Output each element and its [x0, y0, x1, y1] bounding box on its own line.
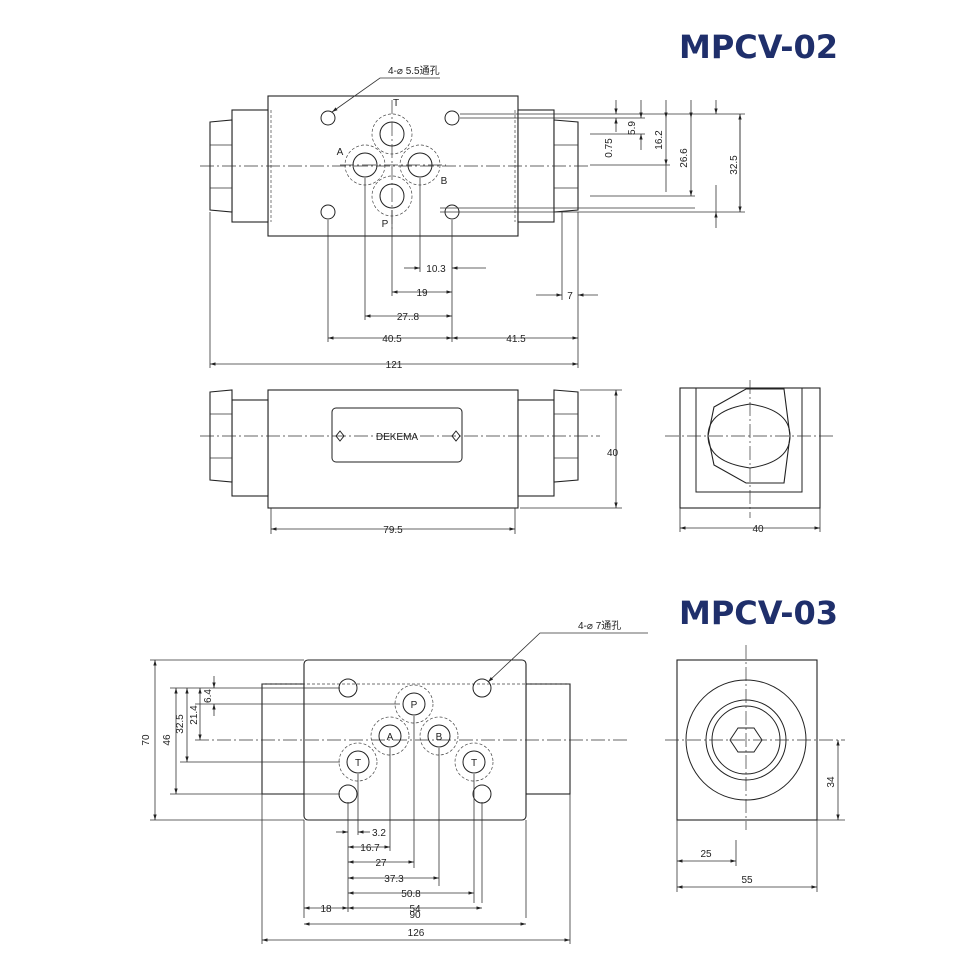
dim-21-4: 21.4 [189, 705, 200, 725]
dim-10-3: 10.3 [426, 264, 446, 275]
mpcv03-port-p: P [411, 700, 418, 711]
dim-40-height: 40 [607, 448, 619, 459]
dim-18: 18 [320, 904, 332, 915]
dim-70: 70 [141, 734, 152, 746]
dim-0-75: 0.75 [604, 138, 615, 158]
dim-27: 27 [375, 858, 387, 869]
dim-32-5: 32.5 [729, 155, 740, 175]
dim-54: 54 [409, 904, 421, 915]
mpcv02-front-view: DEKEMA 40 79.5 [200, 389, 622, 536]
mpcv03-left-dims: 70 46 32.5 21.4 6.4 [141, 659, 400, 821]
dim-7: 7 [567, 291, 573, 302]
dim-121: 121 [386, 360, 403, 371]
dim-26-6: 26.6 [679, 148, 690, 168]
mpcv03-top-view: P A B T T 4-⌀ 7通孔 [195, 620, 648, 821]
mpcv02-port-p: P [382, 219, 389, 230]
dim-126: 126 [408, 928, 425, 939]
mpcv02-hole-note: 4-⌀ 5.5通孔 [388, 65, 440, 77]
dim-50-8: 50.8 [401, 889, 421, 900]
mpcv02-right-dims: 0.75 5.9 16.2 26.6 32.5 [440, 100, 745, 228]
dim-55: 55 [741, 875, 753, 886]
nameplate-brand: DEKEMA [376, 432, 419, 443]
mpcv02-top-view: T A B P 4-⌀ 5.5通孔 [200, 65, 590, 237]
mpcv03-side-view: 34 25 55 [665, 645, 845, 892]
dim-16-7: 16.7 [360, 843, 380, 854]
dim-19: 19 [416, 288, 428, 299]
dim-16-2: 16.2 [654, 130, 665, 150]
dim-79-5: 79.5 [383, 525, 403, 536]
dim-90: 90 [409, 910, 421, 921]
dim-6-4: 6.4 [203, 689, 214, 703]
dim-37-3: 37.3 [384, 874, 404, 885]
mpcv03-hole-note: 4-⌀ 7通孔 [578, 620, 621, 632]
mpcv03-port-a: A [387, 732, 394, 743]
mpcv02-bottom-dims: 10.3 19 27..8 40.5 41.5 7 121 [209, 178, 598, 371]
dim-3-2: 3.2 [372, 828, 386, 839]
mpcv03-title: MPCV-03 [679, 594, 838, 632]
dim-5-9: 5.9 [627, 121, 638, 135]
mpcv03-bottom-dims: 3.2 16.7 27 37.3 50.8 18 54 90 126 [261, 716, 571, 944]
dim-32-5-b: 32.5 [175, 714, 186, 734]
mpcv03-port-t1: T [355, 758, 361, 769]
dim-46: 46 [162, 734, 173, 746]
mpcv02-side-view: 40 [665, 380, 836, 535]
dim-27-8: 27..8 [397, 312, 420, 323]
dim-34: 34 [826, 776, 837, 788]
mpcv02-port-b: B [441, 176, 448, 187]
dim-41-5: 41.5 [506, 334, 526, 345]
mpcv03-port-b: B [436, 732, 443, 743]
mpcv02-port-t: T [393, 98, 399, 109]
mpcv02-title: MPCV-02 [679, 28, 838, 66]
dim-40-width: 40 [752, 524, 764, 535]
dim-40-5: 40.5 [382, 334, 402, 345]
mpcv02-port-a: A [337, 147, 344, 158]
nameplate [331, 407, 463, 463]
mpcv03-port-t2: T [471, 758, 477, 769]
dim-25: 25 [700, 849, 712, 860]
